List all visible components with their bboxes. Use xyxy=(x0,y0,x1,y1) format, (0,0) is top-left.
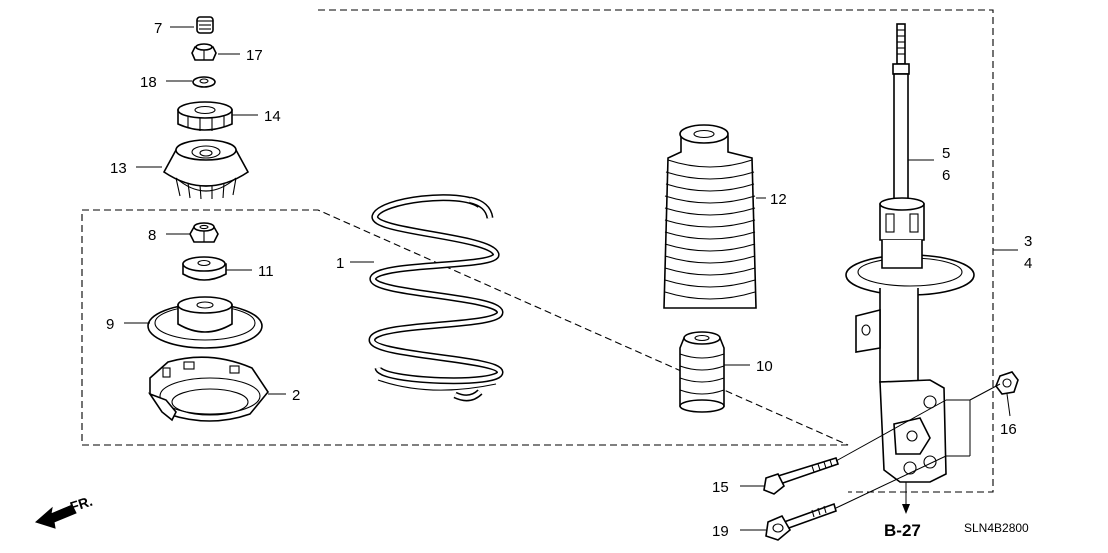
callout-13: 13 xyxy=(110,160,127,177)
callout-8: 8 xyxy=(148,227,156,244)
callout-12: 12 xyxy=(770,191,787,208)
part-8-nut xyxy=(189,222,219,243)
callout-3: 3 xyxy=(1024,233,1032,250)
callout-9: 9 xyxy=(106,316,114,333)
callout-2: 2 xyxy=(292,387,300,404)
part-11-bushing xyxy=(182,256,227,281)
callout-6: 6 xyxy=(942,167,950,184)
part-13-mount-rubber xyxy=(162,139,250,200)
part-5-6-strut xyxy=(845,23,975,483)
part-14-bearing xyxy=(177,101,233,131)
callout-1: 1 xyxy=(336,255,344,272)
part-12-dust-boot xyxy=(663,124,757,309)
part-19-bolt xyxy=(765,502,837,541)
part-15-bolt xyxy=(763,457,840,495)
callout-10: 10 xyxy=(756,358,773,375)
callout-16: 16 xyxy=(1000,421,1017,438)
callout-labels: 7 17 18 14 13 8 11 9 2 1 12 10 5 6 3 4 1… xyxy=(106,20,1032,540)
callout-17: 17 xyxy=(246,47,263,64)
front-indicator-label: FR. xyxy=(68,493,94,515)
leader-lines xyxy=(124,26,1018,531)
assembly-boundary xyxy=(81,9,994,493)
callout-18: 18 xyxy=(140,74,157,91)
callout-14: 14 xyxy=(264,108,281,125)
callout-4: 4 xyxy=(1024,255,1032,272)
reference-label: B-27 xyxy=(884,521,921,540)
part-9-seat xyxy=(147,296,263,349)
part-10-bump-stop xyxy=(679,331,725,413)
callout-5: 5 xyxy=(942,145,950,162)
part-2-spring-seat xyxy=(147,356,269,422)
diagram-code: SLN4B2800 xyxy=(964,521,1029,535)
callout-11: 11 xyxy=(258,263,274,280)
part-16-nut xyxy=(995,371,1019,395)
part-18-washer xyxy=(192,76,216,88)
part-7-cap xyxy=(196,16,214,34)
part-17-nut xyxy=(191,43,217,61)
callout-15: 15 xyxy=(712,479,729,496)
callout-7: 7 xyxy=(154,20,162,37)
part-1-coil-spring xyxy=(368,194,504,402)
front-direction-arrow-icon xyxy=(35,503,77,529)
callout-19: 19 xyxy=(712,523,729,540)
